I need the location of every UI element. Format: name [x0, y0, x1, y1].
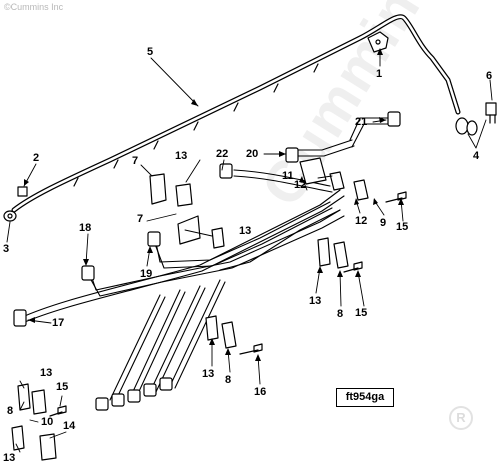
callout-15-a: 15	[396, 221, 409, 233]
callout-15-c: 15	[56, 381, 69, 393]
callout-12-lower: 12	[355, 215, 368, 227]
fuel-drain-manifold	[11, 14, 461, 213]
capscrews	[49, 191, 407, 417]
figure-id-box: ft954ga	[336, 388, 394, 407]
callout-12-upper: 12	[294, 179, 307, 191]
callout-13-e: 13	[40, 367, 53, 379]
registered-mark-icon: R	[449, 406, 473, 430]
callout-20: 20	[246, 148, 259, 160]
callout-13-b: 13	[239, 225, 252, 237]
callout-18: 18	[79, 222, 92, 234]
clip-part	[367, 31, 389, 53]
callout-3: 3	[3, 243, 10, 255]
callout-9: 9	[380, 217, 387, 229]
callout-19: 19	[140, 268, 153, 280]
callout-8-right: 8	[337, 308, 344, 320]
callout-10: 10	[41, 416, 54, 428]
callout-14: 14	[63, 420, 76, 432]
callout-11: 11	[282, 170, 294, 182]
callout-7-upper: 7	[132, 155, 139, 167]
callout-22: 22	[216, 148, 229, 160]
callout-13-c: 13	[309, 295, 322, 307]
callout-8-center: 8	[225, 374, 232, 386]
callout-15-b: 15	[355, 307, 368, 319]
copyright-text: ©Cummins Inc	[4, 2, 64, 12]
leader-lines	[6, 49, 493, 453]
callout-13-f: 13	[3, 452, 16, 464]
mounting-brackets	[11, 157, 369, 461]
callout-4: 4	[473, 150, 480, 162]
callout-8-left: 8	[7, 405, 14, 417]
callout-13-a: 13	[175, 150, 188, 162]
callout-1: 1	[376, 68, 383, 80]
drain-fitting-left	[3, 186, 28, 222]
callout-6: 6	[486, 70, 493, 82]
callout-7-lower: 7	[137, 213, 144, 225]
injector-supply-lines	[19, 117, 391, 403]
callout-16: 16	[254, 386, 267, 398]
callout-13-d: 13	[202, 368, 215, 380]
callout-5: 5	[147, 46, 154, 58]
banjo-fitting-right	[455, 102, 497, 136]
line-nuts	[13, 111, 401, 411]
leader-arrowheads	[24, 48, 404, 361]
callout-17: 17	[52, 317, 65, 329]
callout-2: 2	[33, 152, 40, 164]
callout-21: 21	[355, 116, 368, 128]
